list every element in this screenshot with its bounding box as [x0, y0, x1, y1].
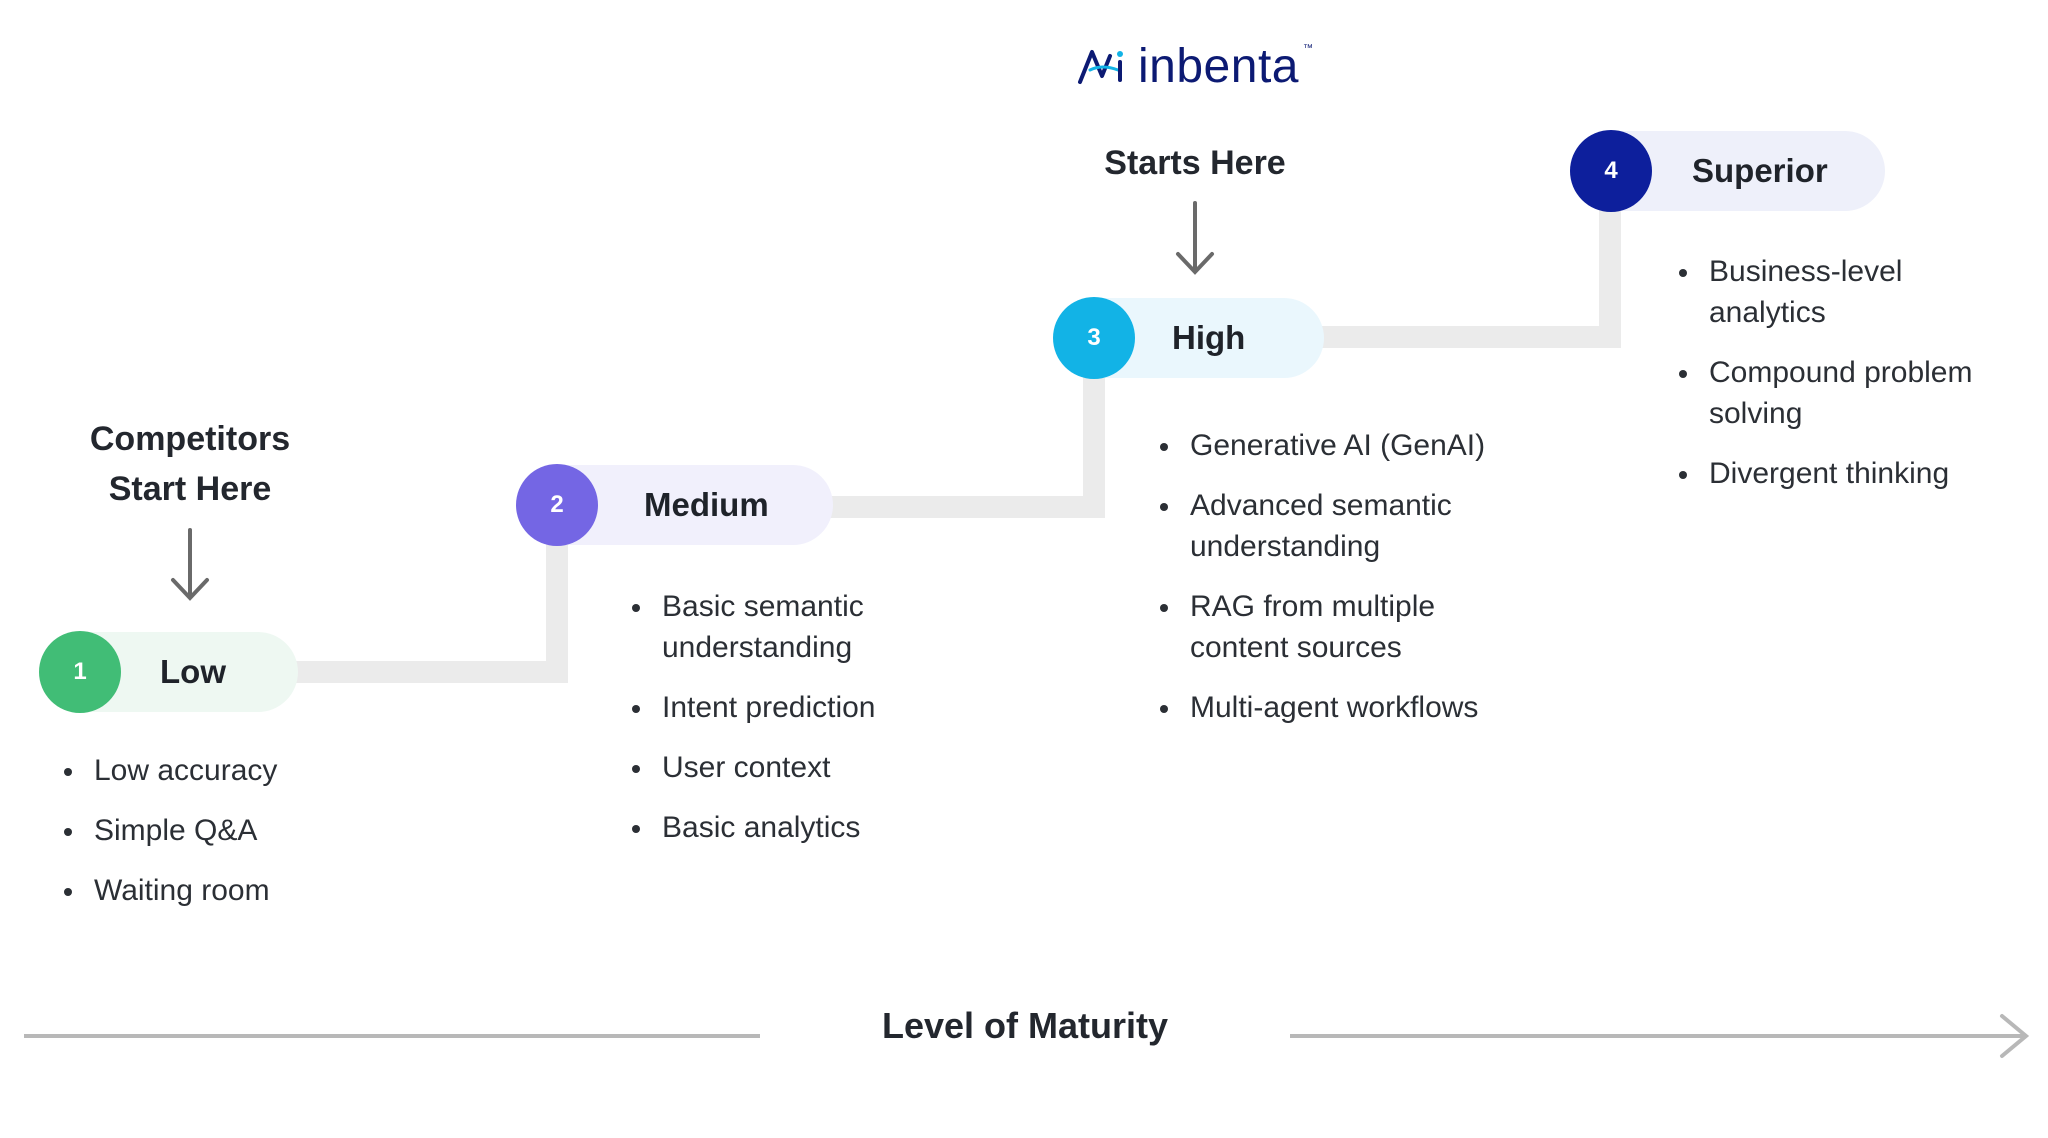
- stage-bullets-high: Generative AI (GenAI) Advanced semantic …: [1160, 425, 1490, 747]
- stage-bullets-superior: Business-level analytics Compound proble…: [1679, 251, 2019, 513]
- list-item: Advanced semantic understanding: [1160, 485, 1490, 567]
- down-arrow-icon: [1176, 201, 1214, 275]
- list-item: RAG from multiple content sources: [1160, 586, 1490, 668]
- list-item: User context: [632, 747, 932, 788]
- list-item: Divergent thinking: [1679, 453, 2019, 494]
- logo-trademark: ™: [1302, 42, 1313, 54]
- list-item: Business-level analytics: [1679, 251, 2019, 333]
- list-item: Multi-agent workflows: [1160, 687, 1490, 728]
- stage-label-high: High: [1172, 319, 1246, 356]
- stage-label-superior: Superior: [1692, 152, 1828, 189]
- stage-number-badge: 1: [39, 631, 121, 713]
- callout-line: Start Here: [108, 470, 272, 508]
- list-item: Compound problem solving: [1679, 352, 2019, 434]
- list-item: Low accuracy: [64, 750, 464, 791]
- connector-low-medium: [290, 505, 568, 683]
- list-item: Waiting room: [64, 870, 464, 911]
- down-arrow-icon: [171, 528, 209, 601]
- inbenta-logo-icon: [1078, 50, 1123, 84]
- list-item: Simple Q&A: [64, 810, 464, 851]
- connector-high-superior: [1320, 172, 1621, 348]
- list-item: Basic analytics: [632, 807, 932, 848]
- stage-bullets-medium: Basic semantic understanding Intent pred…: [632, 586, 932, 867]
- logo-wordmark: inbenta: [1138, 39, 1299, 93]
- axis-label: Level of Maturity: [881, 1005, 1169, 1046]
- stage-label-low: Low: [160, 653, 226, 690]
- list-item: Basic semantic understanding: [632, 586, 932, 668]
- stage-number-badge: 2: [516, 464, 598, 546]
- list-item: Intent prediction: [632, 687, 932, 728]
- stage-bullets-low: Low accuracy Simple Q&A Waiting room: [64, 750, 464, 930]
- callout-line: Competitors: [89, 420, 291, 458]
- stage-number-badge: 4: [1570, 130, 1652, 212]
- stage-number-badge: 3: [1053, 297, 1135, 379]
- inbenta-callout: Starts Here: [1104, 144, 1286, 182]
- competitors-callout: Competitors Start Here: [40, 414, 340, 514]
- inbenta-logo: inbenta ™: [1076, 39, 1313, 93]
- stage-label-medium: Medium: [644, 486, 769, 523]
- axis-arrowhead-icon: [2000, 1014, 2030, 1058]
- list-item: Generative AI (GenAI): [1160, 425, 1490, 466]
- connector-medium-high: [830, 340, 1105, 518]
